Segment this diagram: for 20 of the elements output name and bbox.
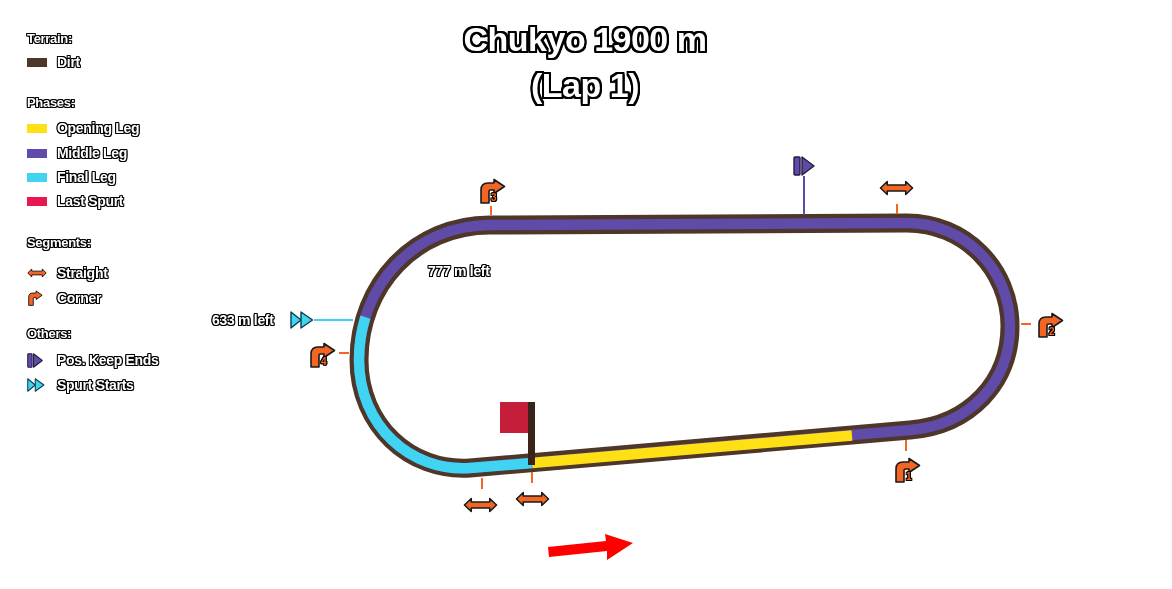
corner-number: 1 xyxy=(906,471,912,482)
legend-heading: Phases: xyxy=(27,95,75,111)
legend-heading: Terrain: xyxy=(27,31,73,47)
legend-heading: Segments: xyxy=(27,235,91,251)
legend-label: Opening Leg xyxy=(57,119,140,137)
title: Chukyo 1900 m (Lap 1) xyxy=(461,19,708,108)
legend-label: Dirt xyxy=(57,53,80,71)
legend-heading: Others: xyxy=(27,326,72,342)
distance-label: 777 m left xyxy=(428,262,490,280)
legend-label: Straight xyxy=(57,264,108,282)
corner-number: 2 xyxy=(1049,326,1055,337)
legend-label: Spurt Starts xyxy=(57,376,134,394)
legend-label: Final Leg xyxy=(57,168,116,186)
legend-label: Pos. Keep Ends xyxy=(57,351,159,369)
legend-label: Corner xyxy=(57,289,102,307)
distance-label: 633 m left xyxy=(212,311,274,329)
corner-number: 4 xyxy=(321,356,327,367)
legend-label: Last Spurt xyxy=(57,192,124,210)
corner-number: 3 xyxy=(491,192,497,203)
legend-label: Middle Leg xyxy=(57,144,128,162)
